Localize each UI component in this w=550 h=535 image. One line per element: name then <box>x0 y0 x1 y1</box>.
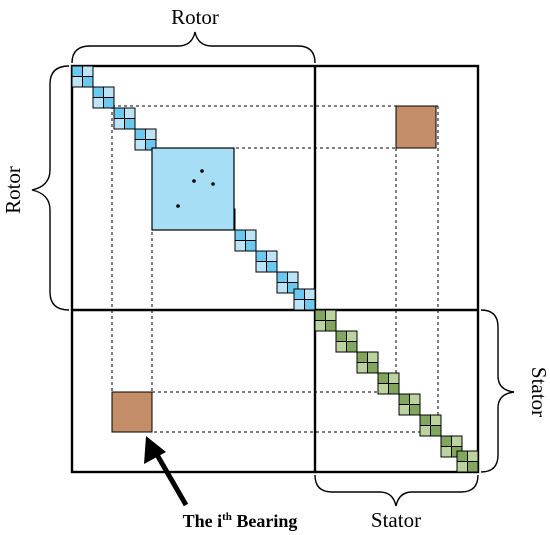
stator-block-cell <box>398 404 410 416</box>
ellipsis-dot <box>176 204 180 208</box>
stator-block-cell <box>356 362 368 374</box>
stator-block-cell <box>356 351 368 363</box>
rotor-center-block <box>151 147 235 231</box>
stator-block-cell <box>367 351 379 363</box>
rotor-block-cell <box>124 107 136 119</box>
stator-block-cell <box>335 341 347 353</box>
rotor-block-cell <box>304 288 316 300</box>
ellipsis-dot <box>192 179 196 183</box>
matrix-frame <box>70 64 480 474</box>
stator-block-cell <box>409 393 421 405</box>
stator-block-cell <box>467 450 479 462</box>
rotor-top-brace <box>71 31 316 64</box>
rotor-block-cell <box>124 118 136 130</box>
rotor-block-cell <box>113 107 125 119</box>
braces <box>31 31 515 507</box>
stator-block-cell <box>377 372 389 384</box>
bearing-label-prefix: The i <box>183 511 223 531</box>
stator-block-cell <box>430 425 442 437</box>
stator-diagonal-blocks <box>314 309 479 473</box>
rotor-block-cell <box>82 76 94 88</box>
rotor-block-cell <box>276 282 288 294</box>
stator-block-cell <box>440 435 452 447</box>
rotor-block-cell <box>145 128 157 140</box>
stator-block-cell <box>346 330 358 342</box>
stator-block-cell <box>419 414 431 426</box>
rotor-block-cell <box>234 229 246 241</box>
stator-block-cell <box>451 435 463 447</box>
rotor-block-cell <box>287 271 299 283</box>
stator-block-cell <box>367 362 379 374</box>
rotor-left-label: Rotor <box>1 166 25 214</box>
stator-block-cell <box>388 383 400 395</box>
bearing-coupling-block-upper <box>395 105 437 149</box>
rotor-block-cell <box>92 97 104 109</box>
rotor-left-brace <box>31 65 70 311</box>
rotor-block-cell <box>293 288 305 300</box>
stator-block-cell <box>388 372 400 384</box>
stator-block-cell <box>377 383 389 395</box>
stator-block-cell <box>409 404 421 416</box>
bearing-label-superscript: th <box>222 511 232 523</box>
stator-block-cell <box>335 330 347 342</box>
bearing-arrow <box>144 436 189 507</box>
rotor-block-cell <box>82 65 94 77</box>
bearing-label: The ith Bearing <box>183 511 298 531</box>
bearing-arrow-shaft <box>153 451 189 507</box>
rotor-block-cell <box>255 261 267 273</box>
rotor-top-label: Rotor <box>171 5 219 29</box>
bearing-arrow-head <box>144 436 166 464</box>
rotor-block-cell <box>304 299 316 311</box>
rotor-center-block-group <box>151 147 235 231</box>
rotor-block-cell <box>287 282 299 294</box>
rotor-block-cell <box>255 250 267 262</box>
ellipsis-dot <box>211 182 215 186</box>
ellipsis-dot <box>200 169 204 173</box>
rotor-block-cell <box>293 299 305 311</box>
stator-block-cell <box>346 341 358 353</box>
bearing-label-suffix: Bearing <box>232 511 298 531</box>
rotor-block-cell <box>103 97 115 109</box>
coupling-guides <box>111 105 439 433</box>
stator-block-cell <box>456 461 468 473</box>
stator-block-cell <box>398 393 410 405</box>
stator-block-cell <box>325 320 337 332</box>
rotor-block-cell <box>266 250 278 262</box>
rotor-block-cell <box>234 240 246 252</box>
rotor-block-cell <box>71 76 83 88</box>
stator-block-cell <box>430 414 442 426</box>
rotor-block-cell <box>245 229 257 241</box>
stator-block-cell <box>440 446 452 458</box>
stator-bottom-label: Stator <box>371 508 421 532</box>
stator-block-cell <box>419 425 431 437</box>
rotor-block-cell <box>92 86 104 98</box>
global-matrix-border <box>70 64 480 474</box>
stator-block-cell <box>325 309 337 321</box>
stator-right-label: Stator <box>527 367 550 417</box>
rotor-block-cell <box>71 65 83 77</box>
rotor-block-cell <box>134 139 146 151</box>
rotor-block-cell <box>103 86 115 98</box>
rotor-block-cell <box>145 139 157 151</box>
stator-block-cell <box>467 461 479 473</box>
rotor-block-cell <box>134 128 146 140</box>
bearing-coupling-block-lower <box>111 391 153 433</box>
rotor-block-cell <box>266 261 278 273</box>
stator-bottom-brace <box>314 474 479 507</box>
stator-block-cell <box>314 320 326 332</box>
stator-block-cell <box>314 309 326 321</box>
rotor-block-cell <box>245 240 257 252</box>
rotor-block-cell <box>276 271 288 283</box>
stator-right-brace <box>480 309 515 473</box>
stator-block-cell <box>456 450 468 462</box>
rotor-block-cell <box>113 118 125 130</box>
